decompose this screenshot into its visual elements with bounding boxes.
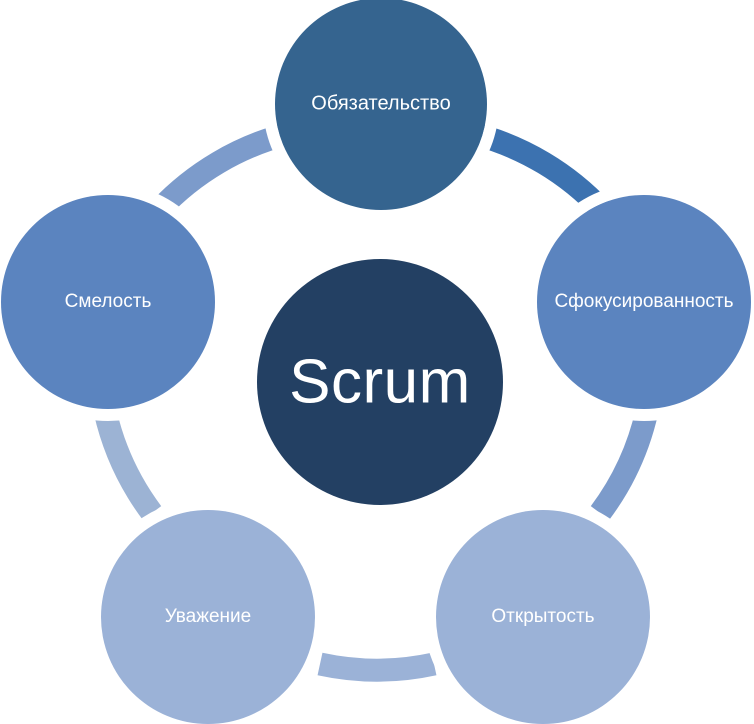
connector-commitment-to-focus (471, 122, 611, 218)
halo-openness (424, 498, 662, 724)
node-courage[interactable]: Смелость (1, 195, 215, 409)
node-label-courage: Смелость (65, 291, 152, 312)
connector-openness-to-respect (317, 652, 437, 682)
node-circle-focus[interactable] (537, 195, 751, 409)
halo-focus (525, 183, 754, 421)
halo-respect (89, 498, 327, 724)
connector-respect-to-courage (93, 408, 162, 520)
node-label-commitment: Обязательство (311, 92, 450, 114)
node-label-respect: Уважение (165, 606, 251, 627)
node-label-focus: Сфокусированность (554, 291, 733, 312)
connector-courage-to-commitment (151, 122, 291, 218)
node-label-openness: Открытость (491, 606, 594, 627)
connector-focus-to-openness (590, 408, 659, 520)
node-circle-commitment[interactable] (275, 0, 487, 210)
center-circle[interactable] (257, 259, 503, 505)
halo-center-circle (245, 247, 515, 517)
halo-courage (0, 183, 227, 421)
node-commitment[interactable]: Обязательство (275, 0, 487, 210)
node-circle-respect[interactable] (101, 510, 315, 724)
node-respect[interactable]: Уважение (101, 510, 315, 724)
node-openness[interactable]: Открытость (436, 510, 650, 724)
node-circle-courage[interactable] (1, 195, 215, 409)
center-hub[interactable]: Scrum (257, 259, 503, 505)
node-focus[interactable]: Сфокусированность (537, 195, 751, 409)
center-label-scrum: Scrum (289, 347, 471, 416)
halo-commitment (263, 0, 499, 222)
node-circle-openness[interactable] (436, 510, 650, 724)
